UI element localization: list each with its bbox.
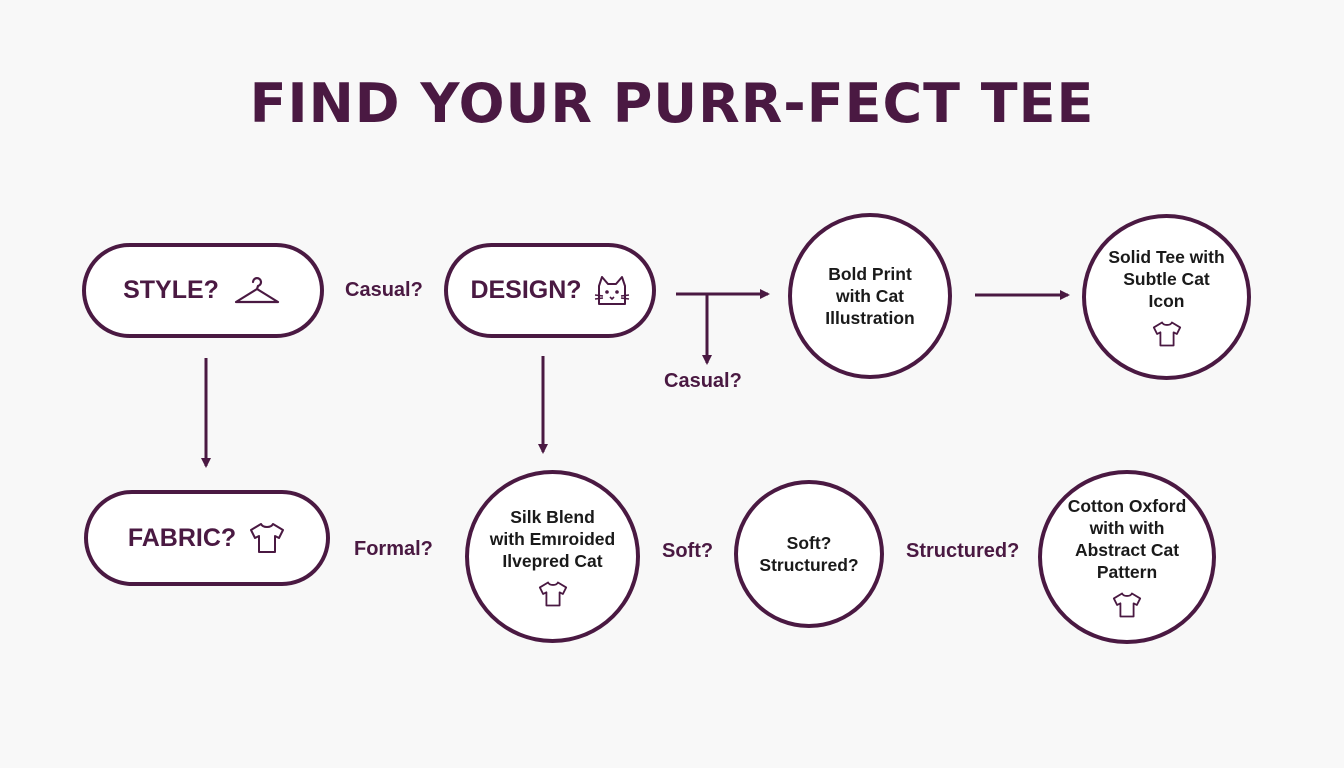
hanger-icon <box>231 274 283 308</box>
tshirt-icon <box>248 521 286 555</box>
edge-label-soft-cotton: Structured? <box>906 540 1020 562</box>
bold-print-node[interactable]: Bold Print with Cat Illustration <box>788 213 952 379</box>
style-label: STYLE? <box>123 276 219 304</box>
edge-label-style-design: Casual? <box>345 279 423 301</box>
solid-tee-text: Solid Tee with Subtle Cat Icon <box>1108 247 1225 311</box>
bold-print-text: Bold Print with Cat Illustration <box>825 264 915 328</box>
design-node[interactable]: DESIGN? <box>444 243 656 338</box>
soft-structured-node[interactable]: Soft? Structured? <box>734 480 884 628</box>
edge-label-silk-soft: Soft? <box>662 540 714 562</box>
cat-face-icon <box>594 274 630 308</box>
silk-blend-node[interactable]: Silk Blend with Emıroided Ilvepred Cat <box>465 470 640 643</box>
design-label: DESIGN? <box>470 276 582 304</box>
soft-structured-text: Soft? Structured? <box>759 533 859 575</box>
cotton-oxford-node[interactable]: Cotton Oxford with with Abstract Cat Pat… <box>1038 470 1216 644</box>
style-node[interactable]: STYLE? <box>82 243 324 338</box>
solid-tee-node[interactable]: Solid Tee with Subtle Cat Icon <box>1082 214 1251 380</box>
fabric-node[interactable]: FABRIC? <box>84 490 330 586</box>
fabric-label: FABRIC? <box>127 523 237 552</box>
silk-blend-text: Silk Blend with Emıroided Ilvepred Cat <box>489 506 616 571</box>
edge-label-fabric-silk: Formal? <box>354 538 433 560</box>
tshirt-icon <box>1151 320 1183 348</box>
tshirt-icon <box>537 580 569 608</box>
cotton-oxford-text: Cotton Oxford with with Abstract Cat Pat… <box>1067 496 1187 582</box>
tshirt-icon <box>1111 591 1143 619</box>
edge-label-design-down: Casual? <box>664 370 742 392</box>
diagram-title: FIND YOUR PURR-FECT TEE <box>249 72 1095 135</box>
